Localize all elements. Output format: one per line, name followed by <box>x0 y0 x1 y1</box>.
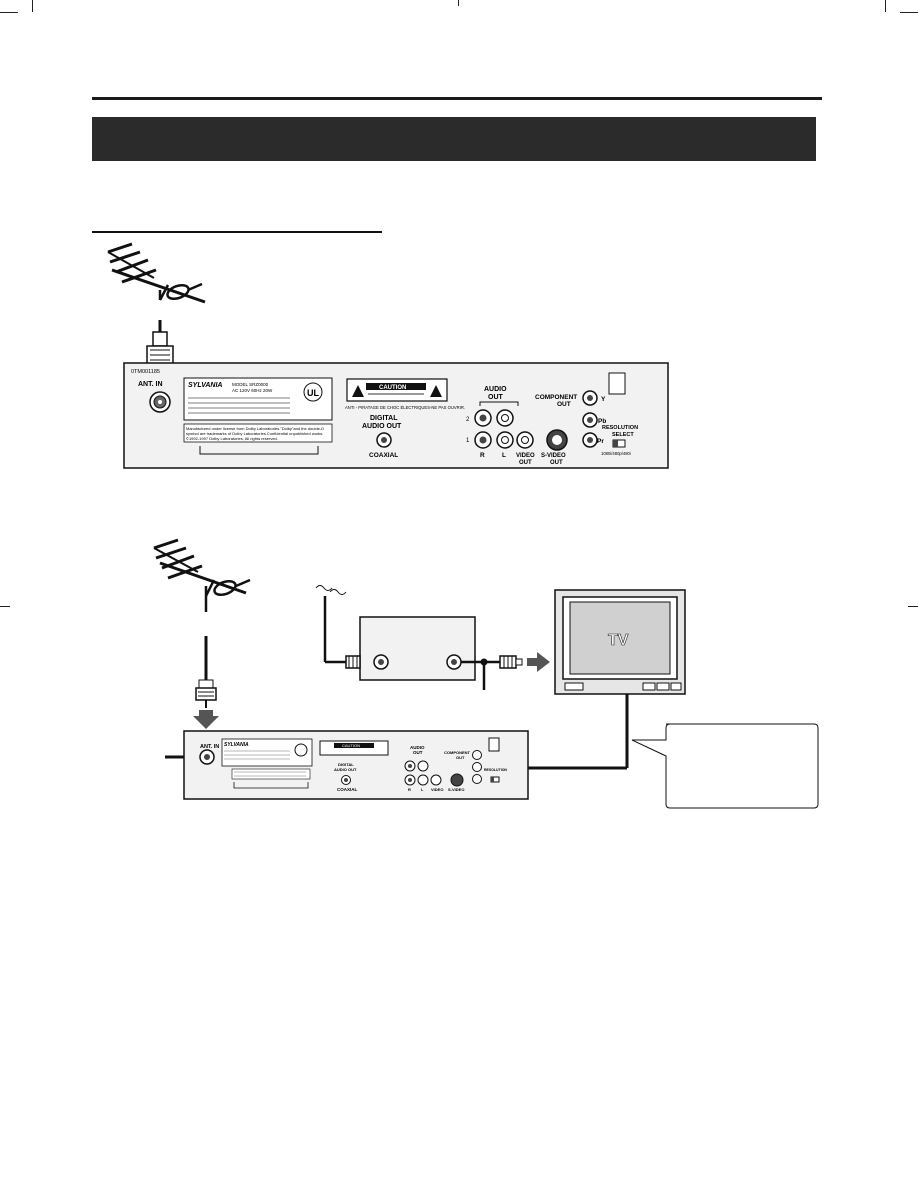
crop-mark-mr <box>908 606 918 607</box>
svideo-bottom: S-VIDEO <box>448 787 464 792</box>
dolby-line-1: Manufactured under license from Dolby La… <box>186 426 324 431</box>
video-bottom: VIDEO <box>431 787 443 792</box>
component-out-1: COMPONENT <box>535 394 577 401</box>
comp-y: Y <box>601 396 606 403</box>
audio-l: L <box>502 452 506 459</box>
audio-l-bottom: L <box>421 787 424 792</box>
digital-label-2: AUDIO OUT <box>362 423 402 430</box>
crop-mark-tc <box>458 0 459 6</box>
audio-label-1: AUDIO <box>484 386 507 393</box>
comp-pb: Pb <box>598 418 606 425</box>
tv-label: TV <box>608 632 629 649</box>
caution-label: CAUTION <box>379 385 406 391</box>
power-label: AC 120V 60Hz 20W <box>232 388 273 393</box>
component-bottom-1: COMPONENT <box>444 750 471 755</box>
section-banner <box>92 117 816 161</box>
video-out-2: OUT <box>519 460 532 466</box>
resolution-values: 1080i/480p/480i <box>601 451 631 456</box>
svideo-out-2: OUT <box>550 460 563 466</box>
resolution-1: RESOLUTION <box>602 425 638 431</box>
dvd-rear-panel-bottom: ANT. IN SYLVANIA CAUTION DIGITAL AUDIO O… <box>165 730 529 800</box>
caution-label-bottom: CAUTION <box>342 743 360 748</box>
subsection-underline <box>92 231 382 233</box>
audio-label-2: OUT <box>488 394 504 401</box>
coaxial-bottom: COAXIAL <box>337 787 358 792</box>
brand-logo-bottom: SYLVANIA <box>224 742 249 748</box>
audio-ch2: 2 <box>466 417 470 423</box>
digital-label-1: DIGITAL <box>370 415 398 422</box>
callout-box <box>631 723 819 809</box>
crop-mark-ml <box>0 606 10 607</box>
tv-set: TV <box>528 589 686 770</box>
component-bottom-2: OUT <box>456 755 465 760</box>
antenna-top <box>107 242 206 332</box>
crop-mark-tl-h <box>0 12 18 13</box>
crop-mark-tr-h <box>900 12 918 13</box>
right-arrow-icon <box>527 652 550 672</box>
video-out-1: VIDEO <box>516 453 535 459</box>
crop-mark-tl <box>32 0 33 12</box>
anti-piracy-label: ANTI - PIRATAGE DE CHOC ÉLECTRIQUES-NE P… <box>345 405 465 410</box>
dolby-line-3: ©1992-1997 Dolby Laboratories, All right… <box>186 436 278 441</box>
dvd-rear-panel-top: 0TM001185 ANT. IN SYLVANIA MODEL SRZ0000… <box>123 362 669 469</box>
resolution-bottom: RESOLUTION <box>484 768 507 772</box>
f-connector-bottom <box>195 679 217 708</box>
audio-ch1: 1 <box>466 438 470 444</box>
resolution-2: SELECT <box>612 432 634 438</box>
ant-in-label: ANT. IN <box>138 381 163 388</box>
down-arrow-icon <box>193 710 219 729</box>
serial-label: 0TM001185 <box>131 369 160 375</box>
ant-in-label-bottom: ANT. IN <box>200 744 219 750</box>
antenna-bottom <box>153 538 251 680</box>
audio-r: R <box>480 452 485 459</box>
component-out-2: OUT <box>557 401 571 408</box>
audio-bottom-1: AUDIO <box>410 745 425 750</box>
digital-bottom-2: AUDIO OUT <box>334 767 357 772</box>
top-rule <box>92 97 822 100</box>
ul-mark: UL <box>307 388 319 398</box>
brand-logo: SYLVANIA <box>188 382 223 389</box>
audio-r-bottom: R <box>408 787 411 792</box>
model-label: MODEL SRZ0000 <box>232 382 269 387</box>
digital-bottom-1: DIGITAL <box>338 762 354 767</box>
coaxial-label: COAXIAL <box>369 452 398 459</box>
cable-box <box>315 585 523 690</box>
comp-pr: Pr <box>597 438 604 445</box>
dolby-line-2: symbol are trademarks of Dolby Laborator… <box>186 431 323 436</box>
svideo-out-1: S-VIDEO <box>541 453 566 459</box>
audio-bottom-2: OUT <box>413 750 423 755</box>
crop-mark-tr <box>885 0 886 12</box>
